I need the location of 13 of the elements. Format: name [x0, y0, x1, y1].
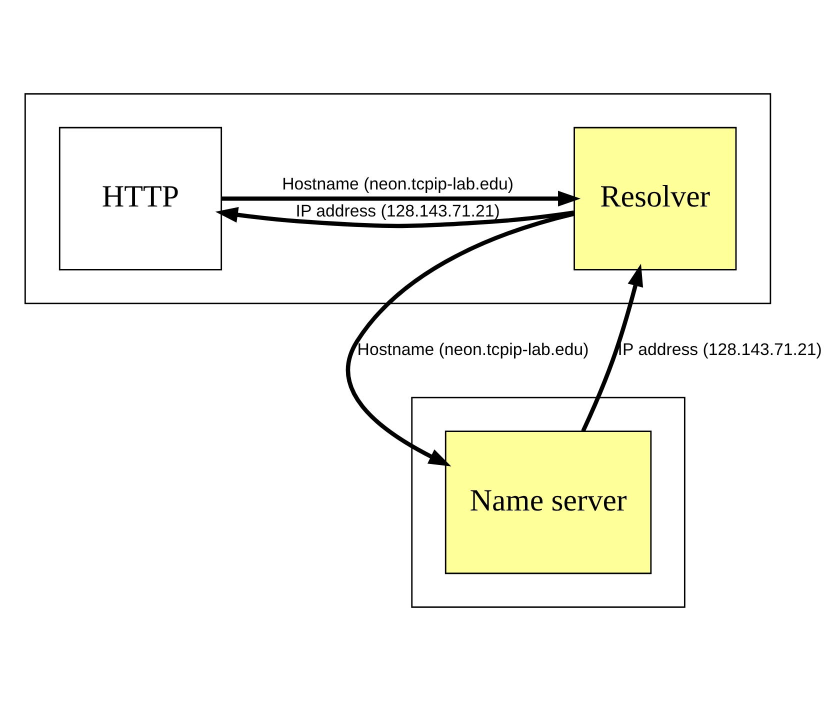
node-box: Resolver: [574, 126, 737, 270]
cluster: [24, 93, 772, 304]
edge-label: IP address (128.143.71.21): [618, 340, 822, 359]
arrow: [215, 207, 574, 228]
node-box: HTTP: [58, 126, 222, 270]
cluster: [411, 396, 686, 608]
arrow: [581, 264, 644, 432]
arrow: [346, 212, 575, 466]
edge-label: IP address (128.143.71.21): [296, 201, 500, 220]
arrow: [221, 190, 581, 207]
node-box: Name server: [444, 430, 652, 574]
edge-label: Hostname (neon.tcpip-lab.edu): [357, 340, 589, 359]
edge-label: Hostname (neon.tcpip-lab.edu): [282, 174, 514, 194]
